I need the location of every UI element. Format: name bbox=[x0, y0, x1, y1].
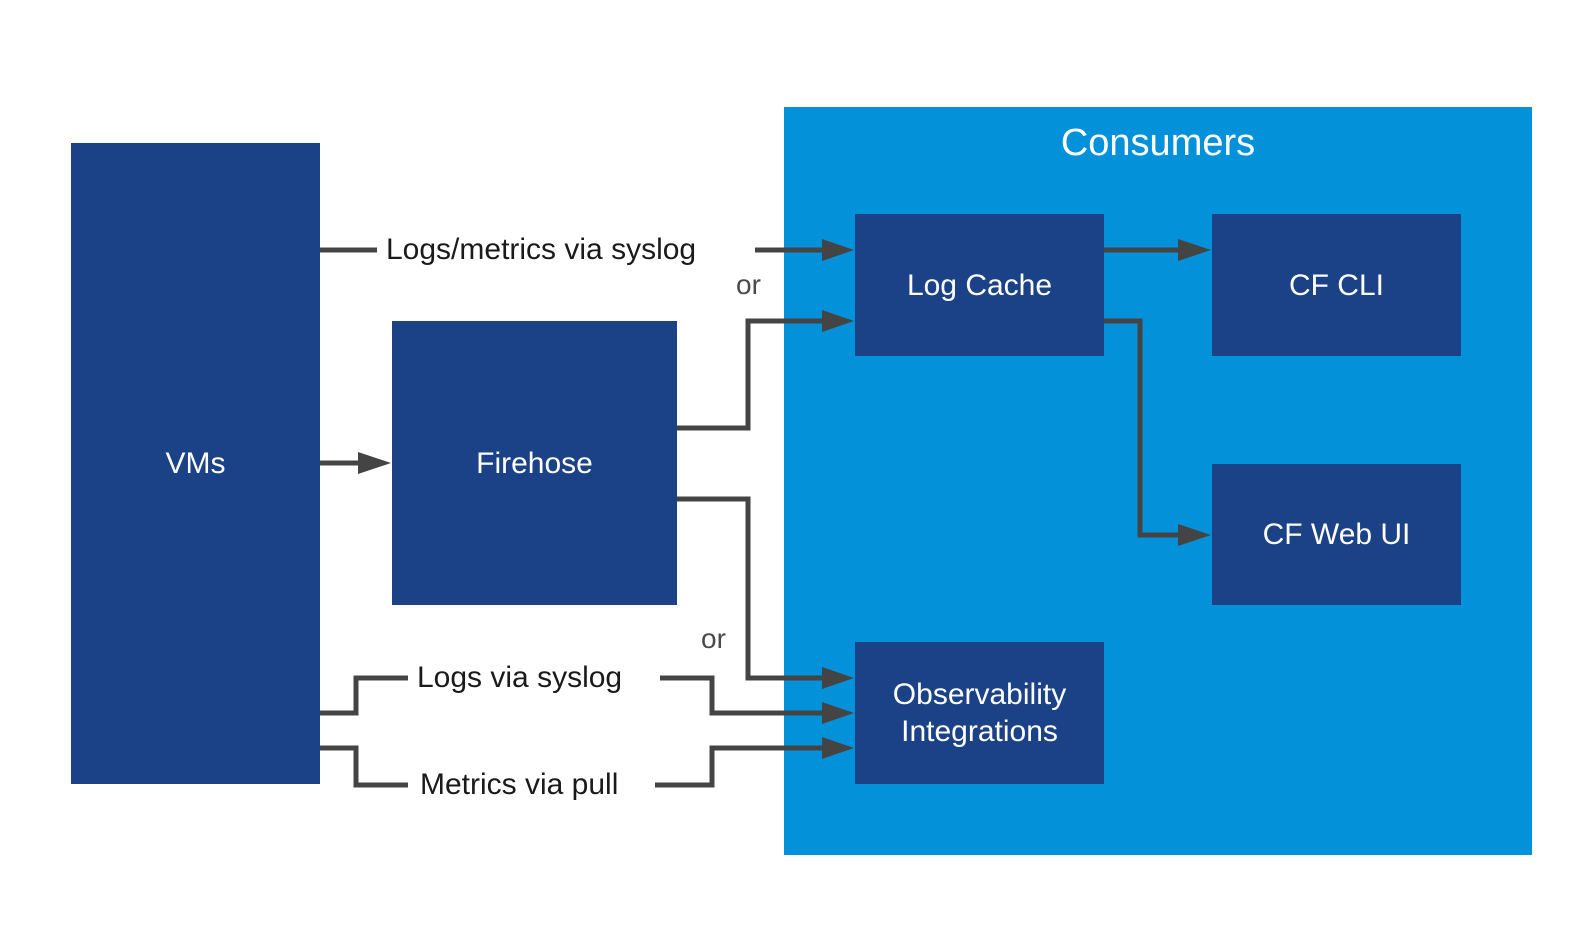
node-observability-integrations: Observability Integrations bbox=[855, 642, 1104, 784]
node-observability-label: Observability Integrations bbox=[892, 678, 1067, 748]
node-cf-cli-label: CF CLI bbox=[1288, 268, 1384, 302]
edge-label-or-top: or bbox=[736, 269, 761, 300]
node-log-cache-label: Log Cache bbox=[906, 268, 1053, 302]
node-firehose-label: Firehose bbox=[476, 446, 593, 480]
node-cf-web-ui-label: CF Web UI bbox=[1262, 518, 1411, 551]
arrowhead-vms-obs-logs bbox=[822, 702, 854, 724]
edge-vms-obs-logs-right bbox=[660, 675, 824, 716]
node-firehose: Firehose bbox=[392, 321, 677, 605]
arrowhead-logcache-cfcli bbox=[1178, 239, 1211, 261]
edge-label-logs-metrics-syslog: Logs/metrics via syslog bbox=[386, 233, 697, 266]
edge-label-or-bottom: or bbox=[701, 623, 726, 654]
node-cf-web-ui: CF Web UI bbox=[1212, 464, 1461, 605]
edge-logcache-cfwebui bbox=[1104, 318, 1180, 538]
arrowhead-logcache-cfwebui bbox=[1178, 524, 1211, 546]
node-vms-label: VMs bbox=[165, 447, 226, 480]
arrowhead-firehose-observability bbox=[822, 667, 854, 689]
arrowhead-firehose-logcache bbox=[822, 310, 854, 332]
node-cf-cli: CF CLI bbox=[1212, 214, 1461, 356]
edge-vms-obs-metrics-left bbox=[320, 745, 408, 788]
edge-label-metrics-pull: Metrics via pull bbox=[420, 768, 619, 801]
edge-label-logs-syslog: Logs via syslog bbox=[417, 661, 623, 694]
arrowhead-vms-obs-metrics bbox=[822, 737, 854, 759]
edge-firehose-logcache bbox=[677, 318, 824, 431]
node-log-cache: Log Cache bbox=[855, 214, 1104, 356]
arrowhead-vms-firehose bbox=[358, 452, 391, 474]
node-vms: VMs bbox=[71, 143, 320, 784]
consumers-group-title: Consumers bbox=[1060, 122, 1256, 164]
arrowhead-vms-logcache bbox=[822, 239, 854, 261]
edge-vms-obs-logs-left bbox=[320, 675, 408, 716]
edge-vms-obs-metrics-right bbox=[655, 745, 824, 788]
edge-firehose-observability bbox=[677, 496, 824, 681]
